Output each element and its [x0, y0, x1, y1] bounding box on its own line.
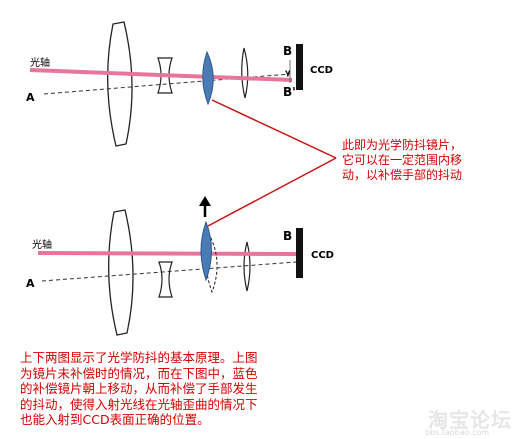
caption-line: 也能入射到CCD表面正确的位置。 — [20, 412, 210, 427]
ccd-sensor — [296, 44, 303, 90]
up-arrow-icon — [199, 196, 211, 217]
caption-line: 为镜片未补偿时的情况，而在下图中，蓝色 — [20, 365, 258, 381]
point-b-label: B — [283, 229, 292, 243]
optical-axis-label: 光轴 — [30, 56, 50, 69]
ccd-label: CCD — [311, 250, 334, 261]
principle-caption: 上下两图显示了光学防抖的基本原理。上图 为镜片未补偿时的情况，而在下图中，蓝色 … — [20, 350, 360, 428]
point-b-label: B — [283, 44, 292, 58]
ccd-label: CCD — [310, 65, 333, 76]
callout-pointer — [207, 99, 337, 227]
optical-axis-label: 光轴 — [32, 238, 52, 251]
concave-lens — [158, 261, 173, 298]
point-a-label: A — [26, 277, 35, 290]
stabilizer-lens — [200, 220, 212, 282]
watermark-logo: 淘宝论坛 — [428, 408, 512, 432]
reference-line — [41, 261, 297, 282]
point-b-prime-label: B' — [283, 85, 296, 99]
rear-lens — [243, 241, 251, 292]
caption-line: 的补偿镜片朝上移动，从而补偿了手部发生 — [20, 381, 258, 396]
watermark-url: bbs.taobao.com — [425, 428, 490, 437]
callout-line: 它可以在一定范围内移 — [342, 153, 463, 167]
callout-line: 此即为光学防抖镜片， — [342, 138, 463, 152]
stabilizer-lens — [202, 50, 214, 106]
svg-text:γ: γ — [285, 68, 291, 77]
stabilizer-callout-text: 此即为光学防抖镜片， 它可以在一定范围内移 动，以补偿手部的抖动 — [342, 138, 512, 183]
light-beam — [29, 68, 293, 82]
rear-lens — [241, 47, 249, 99]
ccd-sensor — [296, 228, 303, 278]
callout-line: 动，以补偿手部的抖动 — [342, 168, 463, 182]
point-a-label: A — [26, 91, 35, 104]
caption-line: 上下两图显示了光学防抖的基本原理。上图 — [20, 350, 258, 365]
top-diagram: γ 光轴 A B B' CCD — [26, 21, 333, 147]
light-beam — [37, 251, 299, 256]
caption-line: 的抖动，使得入射光线在光轴歪曲的情况下 — [20, 396, 258, 412]
front-lens — [108, 209, 134, 336]
bottom-diagram: 光轴 A B CCD — [26, 196, 334, 336]
front-lens — [107, 21, 133, 147]
